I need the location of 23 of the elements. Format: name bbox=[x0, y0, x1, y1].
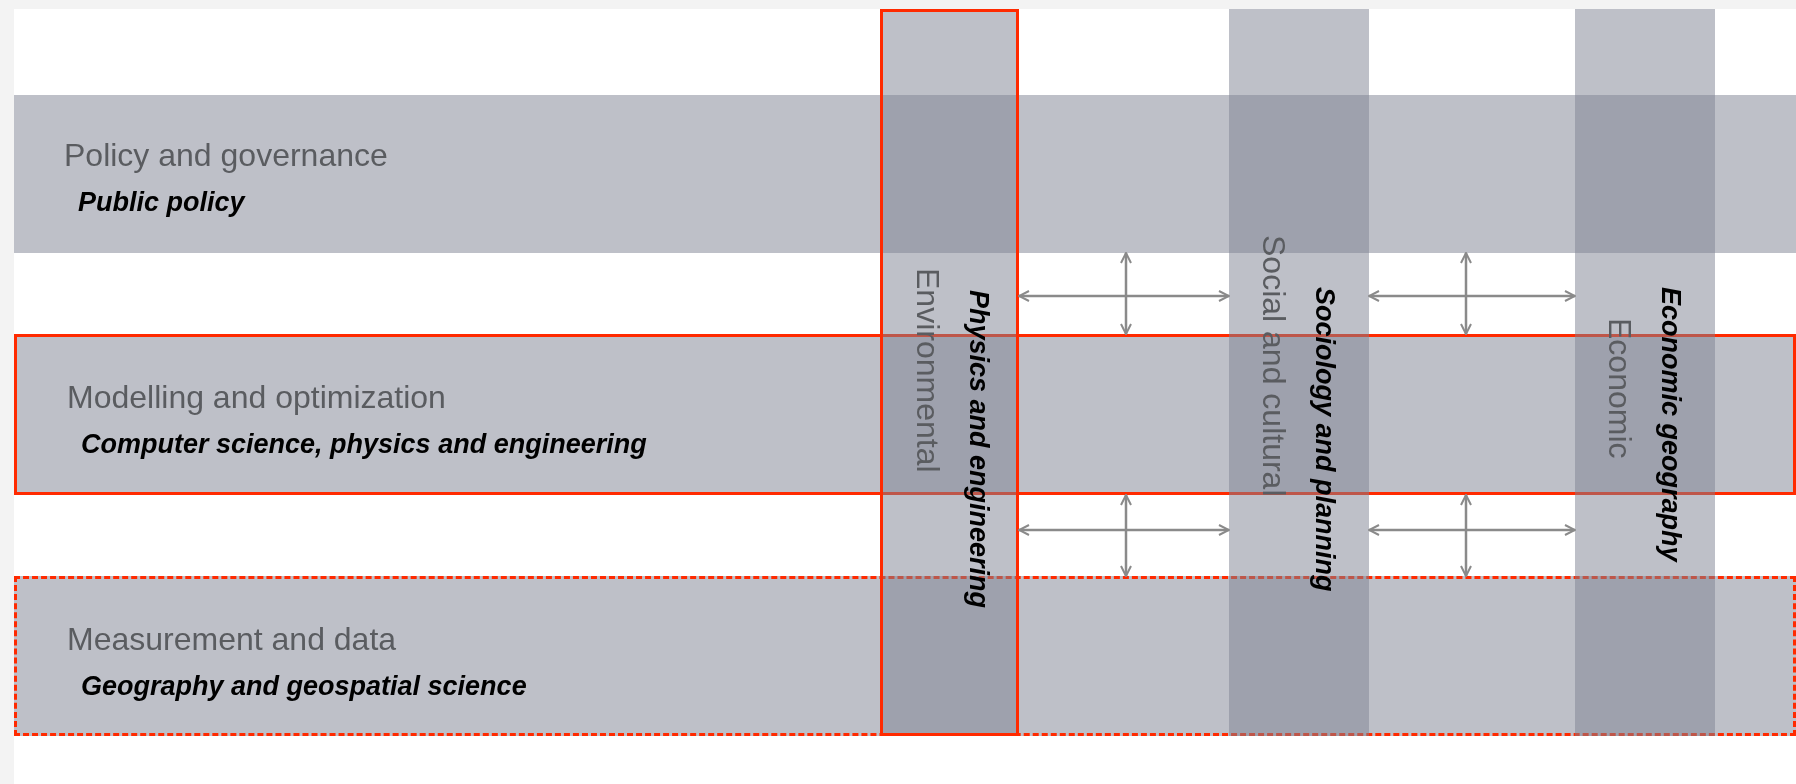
discipline-label: Economic geography bbox=[1655, 287, 1686, 562]
row-heading: Policy and governance bbox=[64, 137, 388, 174]
discipline-label: Geography and geospatial science bbox=[81, 671, 527, 702]
double-arrow bbox=[1018, 524, 1230, 536]
row-heading: Modelling and optimization bbox=[67, 379, 446, 416]
double-arrow bbox=[1018, 290, 1230, 302]
column-heading: Environmental bbox=[909, 268, 946, 473]
double-arrow bbox=[1120, 494, 1132, 577]
discipline-label: Physics and engineering bbox=[963, 290, 994, 609]
column-heading: Social and cultural bbox=[1255, 235, 1292, 497]
column-band bbox=[1575, 9, 1715, 736]
double-arrow bbox=[1368, 290, 1576, 302]
row-heading: Measurement and data bbox=[67, 621, 397, 658]
discipline-label: Computer science, physics and engineering bbox=[81, 429, 647, 460]
column-heading: Economic bbox=[1601, 318, 1638, 459]
discipline-label: Sociology and planning bbox=[1309, 287, 1340, 592]
double-arrow bbox=[1460, 494, 1472, 577]
double-arrow bbox=[1120, 252, 1132, 335]
column-band bbox=[1229, 9, 1369, 736]
column-band bbox=[880, 9, 1019, 736]
double-arrow bbox=[1368, 524, 1576, 536]
double-arrow bbox=[1460, 252, 1472, 335]
discipline-label: Public policy bbox=[78, 187, 245, 218]
